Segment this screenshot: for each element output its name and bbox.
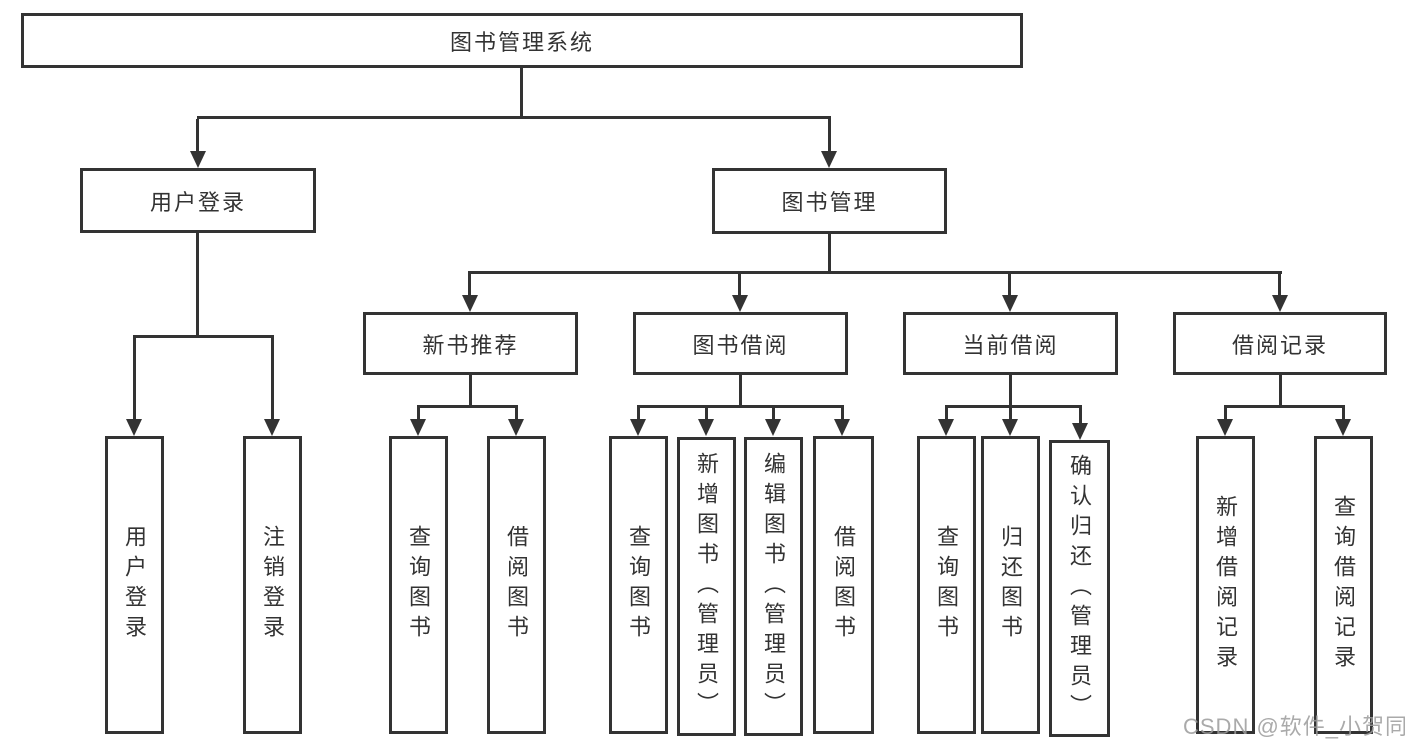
connector-records-drop-2 [1342, 408, 1345, 419]
node-new-book-recommend: 新书推荐 [363, 312, 578, 375]
arrow-to-leaf-login [126, 419, 142, 436]
arrow-to-borrow-records [1272, 295, 1288, 312]
node-new-book-recommend-label: 新书推荐 [422, 332, 519, 358]
leaf-confirm-return-admin: 确认归还（管理员） [1049, 440, 1110, 737]
arrow-borrowing-leaf-1 [630, 419, 646, 436]
node-borrow-records: 借阅记录 [1173, 312, 1387, 375]
arrow-records-leaf-2 [1335, 419, 1351, 436]
connector-borrowing-drop-2 [705, 408, 708, 419]
connector-mgmt-drop-1 [468, 274, 471, 295]
arrow-records-leaf-1 [1217, 419, 1233, 436]
connector-current-stem [1009, 375, 1012, 408]
leaf-add-books-admin-label: 新增图书（管理员） [694, 451, 720, 722]
connector-recommend-stem [469, 375, 472, 408]
arrow-to-current-borrow [1002, 295, 1018, 312]
connector-mgmt-split [468, 271, 1282, 274]
node-borrow-records-label: 借阅记录 [1231, 332, 1328, 358]
connector-root-right-drop [828, 119, 831, 151]
connector-current-drop-2 [1009, 408, 1012, 419]
leaf-borrowing-borrow-books: 借阅图书 [813, 436, 874, 734]
leaf-return-books-label: 归还图书 [998, 525, 1024, 645]
arrow-to-book-borrow [732, 295, 748, 312]
connector-current-split [945, 405, 1082, 408]
leaf-logout-label: 注销登录 [260, 525, 286, 645]
connector-root-split [197, 116, 831, 119]
connector-login-stem [196, 233, 199, 338]
leaf-recommend-borrow-books-label: 借阅图书 [504, 525, 530, 645]
leaf-recommend-query-books: 查询图书 [389, 436, 448, 734]
connector-recommend-drop-1 [417, 408, 420, 419]
connector-root-left-drop [196, 119, 199, 151]
connector-recommend-split [417, 405, 518, 408]
node-book-management-label: 图书管理 [781, 190, 878, 215]
node-book-borrowing-label: 图书借阅 [692, 332, 789, 358]
leaf-current-query-books-label: 查询图书 [934, 525, 960, 645]
leaf-logout: 注销登录 [243, 436, 302, 734]
leaf-add-borrow-record-label: 新增借阅记录 [1213, 495, 1239, 675]
leaf-borrowing-query-books: 查询图书 [609, 436, 668, 734]
csdn-watermark: CSDN @软件_小贺同学 [1183, 714, 1405, 739]
connector-login-drop-2 [271, 338, 274, 419]
connector-root-stem [520, 68, 523, 119]
arrow-borrowing-leaf-4 [834, 419, 850, 436]
leaf-confirm-return-admin-label: 确认归还（管理员） [1067, 453, 1093, 724]
leaf-borrowing-query-books-label: 查询图书 [626, 525, 652, 645]
node-current-borrowing: 当前借阅 [903, 312, 1118, 375]
connector-records-stem [1279, 375, 1282, 408]
connector-records-drop-1 [1224, 408, 1227, 419]
leaf-edit-books-admin-label: 编辑图书（管理员） [761, 451, 787, 722]
leaf-user-login-label: 用户登录 [122, 525, 148, 645]
leaf-recommend-query-books-label: 查询图书 [406, 525, 432, 645]
connector-mgmt-drop-4 [1278, 274, 1281, 295]
arrow-to-new-books [462, 295, 478, 312]
arrow-borrowing-leaf-3 [765, 419, 781, 436]
leaf-user-login: 用户登录 [105, 436, 164, 734]
arrow-recommend-leaf-1 [410, 419, 426, 436]
arrow-to-book-mgmt [821, 151, 837, 168]
connector-mgmt-stem [828, 234, 831, 273]
connector-records-split [1224, 405, 1345, 408]
leaf-borrowing-borrow-books-label: 借阅图书 [831, 525, 857, 645]
connector-login-drop-1 [133, 338, 136, 419]
node-book-management: 图书管理 [712, 168, 947, 234]
connector-mgmt-drop-2 [738, 274, 741, 295]
leaf-query-borrow-record: 查询借阅记录 [1314, 436, 1373, 734]
connector-current-drop-3 [1079, 408, 1082, 423]
leaf-edit-books-admin: 编辑图书（管理员） [744, 437, 803, 736]
arrow-current-leaf-3 [1072, 423, 1088, 440]
connector-borrowing-stem [739, 375, 742, 408]
arrow-to-leaf-logout [264, 419, 280, 436]
arrow-current-leaf-2 [1002, 419, 1018, 436]
node-current-borrowing-label: 当前借阅 [962, 332, 1059, 358]
node-user-login: 用户登录 [80, 168, 316, 233]
leaf-add-borrow-record: 新增借阅记录 [1196, 436, 1255, 734]
connector-borrowing-split [637, 405, 844, 408]
leaf-current-query-books: 查询图书 [917, 436, 976, 734]
connector-mgmt-drop-3 [1008, 274, 1011, 295]
arrow-borrowing-leaf-2 [698, 419, 714, 436]
node-user-login-label: 用户登录 [149, 189, 246, 215]
leaf-return-books: 归还图书 [981, 436, 1040, 734]
connector-current-drop-1 [945, 408, 948, 419]
connector-borrowing-drop-1 [637, 408, 640, 419]
node-root: 图书管理系统 [21, 13, 1023, 68]
node-root-label: 图书管理系统 [449, 29, 594, 55]
arrow-to-user-login [190, 151, 206, 168]
arrow-recommend-leaf-2 [508, 419, 524, 436]
connector-borrowing-drop-4 [841, 408, 844, 419]
node-book-borrowing: 图书借阅 [633, 312, 848, 375]
leaf-add-books-admin: 新增图书（管理员） [677, 437, 736, 736]
connector-recommend-drop-2 [515, 408, 518, 419]
leaf-query-borrow-record-label: 查询借阅记录 [1331, 495, 1357, 675]
connector-borrowing-drop-3 [772, 408, 775, 419]
connector-login-split [133, 335, 274, 338]
arrow-current-leaf-1 [938, 419, 954, 436]
leaf-recommend-borrow-books: 借阅图书 [487, 436, 546, 734]
